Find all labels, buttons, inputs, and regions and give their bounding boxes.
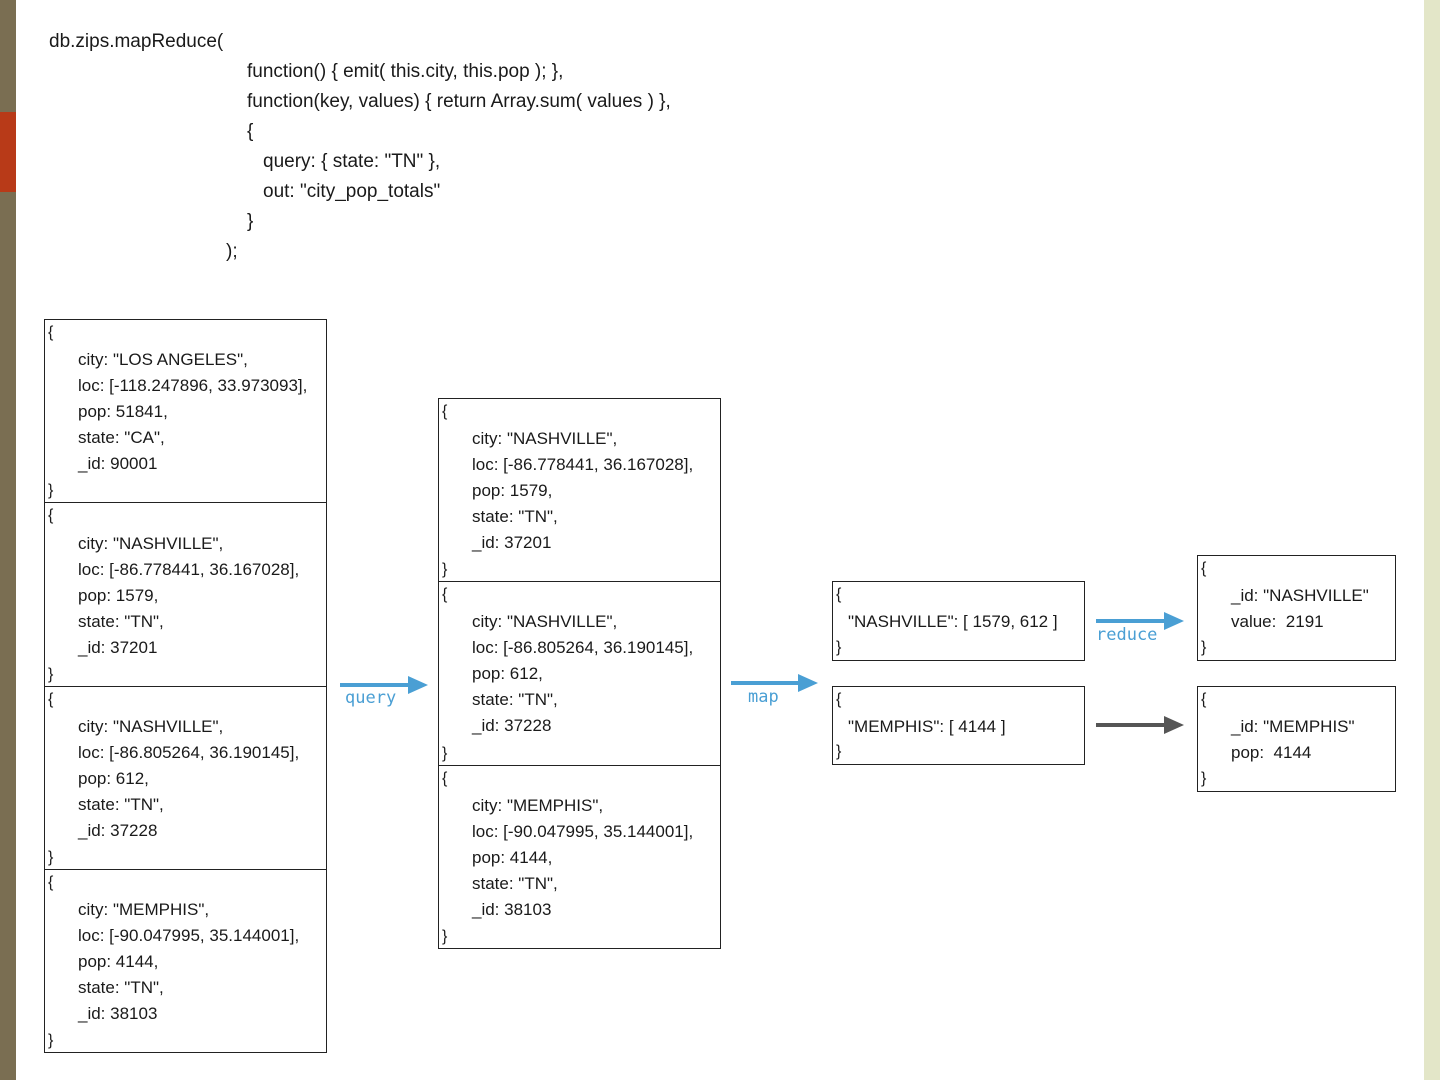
doc-field: city: "NASHVILLE",	[472, 429, 618, 448]
reduce-arrow	[1096, 612, 1184, 630]
reduce-arrow-head	[1164, 612, 1184, 630]
code-line: }	[247, 211, 254, 232]
query-document: { city: "NASHVILLE", loc: [-86.778441, 3…	[438, 398, 721, 582]
code-line: query: { state: "TN" },	[263, 151, 441, 172]
doc-field: _id: 38103	[78, 1004, 158, 1023]
doc-field: city: "MEMPHIS",	[78, 900, 210, 919]
doc-field: city: "NASHVILLE",	[78, 534, 224, 553]
close-brace: }	[836, 743, 842, 760]
source-document: { city: "LOS ANGELES", loc: [-118.247896…	[44, 319, 327, 503]
close-brace: }	[1201, 639, 1207, 656]
doc-field: pop: 4144,	[472, 848, 553, 867]
close-brace: }	[442, 745, 448, 762]
passthrough-arrow-head	[1164, 716, 1184, 734]
doc-field: "MEMPHIS": [ 4144 ]	[848, 717, 1006, 736]
source-document: { city: "MEMPHIS", loc: [-90.047995, 35.…	[44, 869, 327, 1053]
doc-field: loc: [-86.805264, 36.190145],	[78, 743, 300, 762]
close-brace: }	[48, 1032, 54, 1049]
doc-field: city: "MEMPHIS",	[472, 796, 604, 815]
doc-field: _id: 37201	[78, 638, 158, 657]
code-line: {	[247, 121, 254, 142]
open-brace: {	[1201, 691, 1207, 708]
left-decorative-bar	[0, 0, 16, 1080]
open-brace: {	[442, 770, 448, 787]
close-brace: }	[48, 849, 54, 866]
doc-field: loc: [-90.047995, 35.144001],	[472, 822, 694, 841]
doc-field: state: "TN",	[472, 690, 558, 709]
open-brace: {	[442, 403, 448, 420]
open-brace: {	[442, 586, 448, 603]
map-arrow	[731, 674, 818, 692]
source-document: { city: "NASHVILLE", loc: [-86.778441, 3…	[44, 502, 327, 687]
query-label: query	[345, 688, 397, 708]
doc-field: _id: 90001	[78, 454, 158, 473]
doc-field: state: "TN",	[78, 795, 164, 814]
doc-field: city: "LOS ANGELES",	[78, 350, 248, 369]
query-arrow	[340, 676, 428, 694]
code-line: function() { emit( this.city, this.pop )…	[247, 61, 564, 82]
doc-field: value: 2191	[1231, 612, 1324, 631]
code-line: );	[226, 241, 238, 262]
doc-field: loc: [-90.047995, 35.144001],	[78, 926, 300, 945]
code-line: function(key, values) { return Array.sum…	[247, 91, 671, 112]
code-line: out: "city_pop_totals"	[263, 181, 441, 202]
doc-field: state: "TN",	[472, 874, 558, 893]
doc-field: pop: 4144,	[78, 952, 159, 971]
open-brace: {	[48, 691, 54, 708]
doc-field: pop: 1579,	[472, 481, 553, 500]
open-brace: {	[48, 874, 54, 891]
doc-field: loc: [-86.805264, 36.190145],	[472, 638, 694, 657]
doc-field: city: "NASHVILLE",	[472, 612, 618, 631]
doc-field: pop: 612,	[472, 664, 543, 683]
doc-field: _id: "NASHVILLE"	[1231, 586, 1369, 605]
close-brace: }	[442, 561, 448, 578]
open-brace: {	[836, 691, 842, 708]
doc-field: _id: 38103	[472, 900, 552, 919]
reduce-label: reduce	[1096, 625, 1158, 645]
doc-field: state: "TN",	[78, 612, 164, 631]
doc-field: loc: [-86.778441, 36.167028],	[472, 455, 694, 474]
open-brace: {	[1201, 560, 1207, 577]
doc-field: pop: 51841,	[78, 402, 168, 421]
map-label: map	[748, 687, 779, 707]
passthrough-arrow	[1096, 716, 1184, 734]
doc-field: pop: 612,	[78, 769, 149, 788]
code-line: db.zips.mapReduce(	[49, 31, 224, 52]
doc-field: _id: 37228	[78, 821, 158, 840]
close-brace: }	[836, 639, 842, 656]
query-document: { city: "NASHVILLE", loc: [-86.805264, 3…	[438, 581, 721, 766]
doc-field: _id: 37201	[472, 533, 552, 552]
open-brace: {	[836, 586, 842, 603]
doc-field: city: "NASHVILLE",	[78, 717, 224, 736]
doc-field: state: "CA",	[78, 428, 165, 447]
left-accent-bar	[0, 112, 16, 192]
right-decorative-bar	[1424, 0, 1440, 1080]
doc-field: "NASHVILLE": [ 1579, 612 ]	[848, 612, 1058, 631]
doc-field: loc: [-118.247896, 33.973093],	[78, 376, 308, 395]
close-brace: }	[442, 928, 448, 945]
source-document: { city: "NASHVILLE", loc: [-86.805264, 3…	[44, 686, 327, 870]
doc-field: _id: "MEMPHIS"	[1231, 717, 1355, 736]
doc-field: pop: 4144	[1231, 743, 1312, 762]
close-brace: }	[48, 666, 54, 683]
doc-field: _id: 37228	[472, 716, 552, 735]
open-brace: {	[48, 324, 54, 341]
query-document: { city: "MEMPHIS", loc: [-90.047995, 35.…	[438, 765, 721, 949]
close-brace: }	[1201, 770, 1207, 787]
doc-field: loc: [-86.778441, 36.167028],	[78, 560, 300, 579]
open-brace: {	[48, 507, 54, 524]
doc-field: state: "TN",	[78, 978, 164, 997]
reduce-document: { _id: "MEMPHIS" pop: 4144 }	[1197, 686, 1396, 792]
reduce-document: { _id: "NASHVILLE" value: 2191 }	[1197, 555, 1396, 661]
doc-field: pop: 1579,	[78, 586, 159, 605]
close-brace: }	[48, 482, 54, 499]
map-document: { "MEMPHIS": [ 4144 ] }	[832, 686, 1085, 765]
query-arrow-head	[408, 676, 428, 694]
map-document: { "NASHVILLE": [ 1579, 612 ] }	[832, 581, 1085, 661]
map-arrow-head	[798, 674, 818, 692]
doc-field: state: "TN",	[472, 507, 558, 526]
